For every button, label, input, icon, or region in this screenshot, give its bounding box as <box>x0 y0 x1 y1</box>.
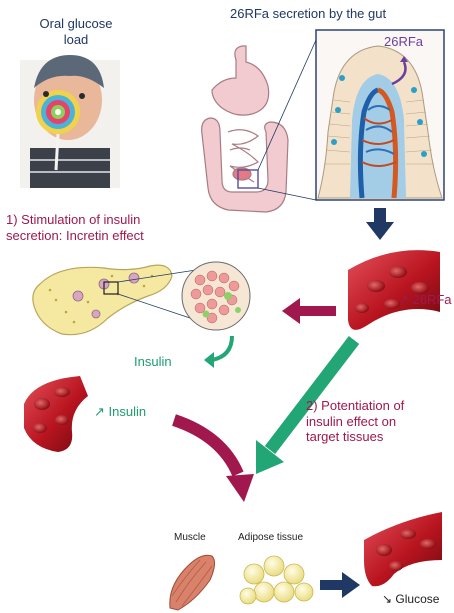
adipose-illustration <box>239 555 314 605</box>
child-lollipop-photo <box>20 55 120 188</box>
insulin-label: Insulin <box>134 354 172 369</box>
crimson-arrow-to-islet <box>282 298 336 324</box>
stimulation-line1: 1) Stimulation of insulin <box>6 212 141 227</box>
zoom-line-bottom <box>257 187 317 201</box>
pancreatic-islet <box>181 261 251 331</box>
blood-vessel-glucose <box>364 512 442 587</box>
oral-glucose-label: Oral glucose load <box>30 16 122 47</box>
potentiation-line1: 2) Potentiation of <box>306 398 405 413</box>
villus-inset <box>315 29 445 201</box>
blood-26rfa-label: ↗ 26RFa <box>398 292 452 307</box>
muscle-illustration <box>169 554 216 611</box>
glucose-label: ↘ Glucose <box>382 592 440 606</box>
pancreas-illustration <box>32 264 173 336</box>
blood-vessel-insulin <box>24 376 88 452</box>
potentiation-line2: insulin effect on <box>306 413 397 429</box>
islet-zoom-line-top <box>117 269 197 283</box>
blood-insulin-label: ↗ Insulin <box>94 404 147 419</box>
zoom-line-top <box>257 39 317 171</box>
blood-vessel-26rfa <box>348 250 440 330</box>
inset-26rfa-label: 26RFa <box>384 34 424 49</box>
secretion-down-arrow <box>366 208 394 240</box>
stimulation-line2: secretion: Incretin effect <box>6 227 144 243</box>
navy-arrow-to-glucose <box>320 572 360 598</box>
green-insulin-arrow <box>204 335 234 368</box>
gut-illustration <box>201 45 289 213</box>
oral-glucose-line1: Oral glucose <box>39 16 113 31</box>
potentiation-line3: target tissues <box>306 429 384 445</box>
gut-zoom-box <box>237 169 259 189</box>
oral-glucose-line2: load <box>63 31 89 47</box>
muscle-label: Muscle <box>174 532 206 543</box>
adipose-label: Adipose tissue <box>238 532 304 543</box>
crimson-arrow-to-tissues <box>172 414 254 502</box>
stimulation-label: 1) Stimulation of insulin secretion: Inc… <box>6 212 144 243</box>
potentiation-label: 2) Potentiation of insulin effect on tar… <box>306 398 404 445</box>
green-potentiation-arrow <box>256 336 360 474</box>
gut-secretion-title: 26RFa secretion by the gut <box>230 6 387 21</box>
islet-zoom-line-bottom <box>117 293 197 321</box>
